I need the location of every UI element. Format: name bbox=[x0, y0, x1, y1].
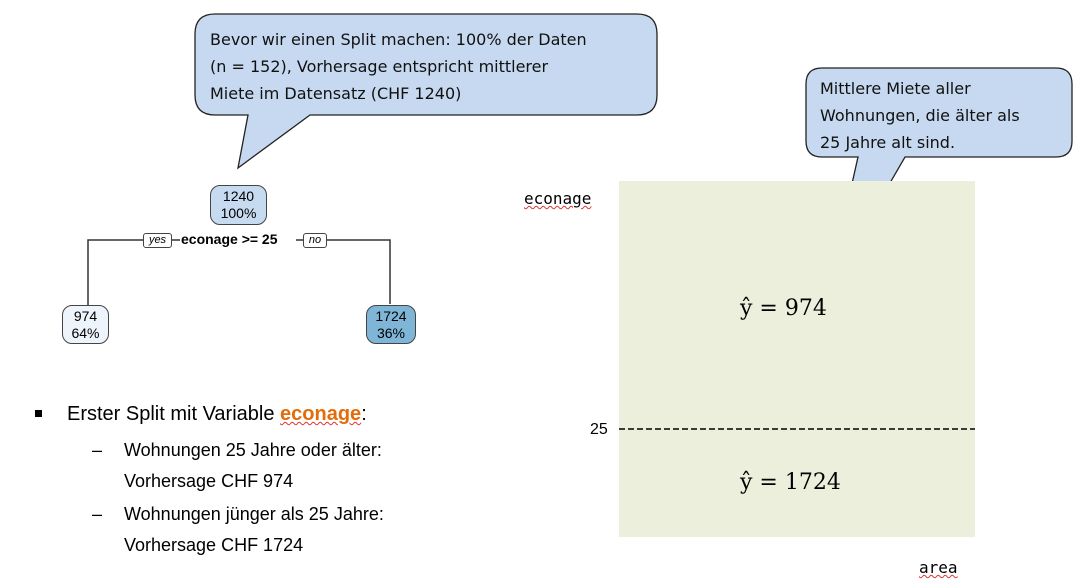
no-tag: no bbox=[303, 233, 327, 248]
callout-line: Mittlere Miete aller bbox=[820, 79, 971, 98]
tree-edges bbox=[87, 239, 391, 306]
bullet-icon bbox=[35, 410, 42, 417]
dash-icon: – bbox=[92, 440, 103, 460]
sub-bullet-1-line1: Wohnungen 25 Jahre oder älter: bbox=[124, 440, 382, 460]
threshold-label: 25 bbox=[590, 421, 608, 438]
callout-old-text: Mittlere Miete aller Wohnungen, die älte… bbox=[820, 75, 1020, 156]
node-pct: 64% bbox=[71, 325, 100, 341]
callout-line: Bevor wir einen Split machen: 100% der D… bbox=[210, 30, 587, 49]
node-value: 1240 bbox=[222, 188, 255, 204]
sub-bullet-1-line2: Vorhersage CHF 974 bbox=[124, 471, 294, 491]
upper-prediction: ŷ = 974 bbox=[740, 296, 827, 321]
node-value: 974 bbox=[73, 308, 98, 324]
callout-line: Miete im Datensatz (CHF 1240) bbox=[210, 84, 462, 103]
callout-line: (n = 152), Vorhersage entspricht mittler… bbox=[210, 57, 549, 76]
node-value: 1724 bbox=[375, 308, 407, 324]
tree-root-node: 1240 100% bbox=[210, 185, 267, 225]
sub-bullet-2-line2: Vorhersage CHF 1724 bbox=[124, 535, 304, 555]
sub-bullet-2-line1: Wohnungen jünger als 25 Jahre: bbox=[124, 504, 384, 524]
bullet-text: Erster Split mit Variable bbox=[67, 403, 281, 425]
callout-root-shape bbox=[194, 13, 658, 170]
lower-prediction: ŷ = 1724 bbox=[740, 470, 841, 495]
callout-line: Wohnungen, die älter als bbox=[820, 106, 1020, 125]
partition-panel bbox=[619, 181, 975, 537]
tree-left-leaf: 974 64% bbox=[62, 305, 109, 344]
yes-tag: yes bbox=[143, 233, 172, 248]
main-bullet: Erster Split mit Variable econage: bbox=[67, 403, 367, 426]
callout-line: 25 Jahre alt sind. bbox=[820, 133, 956, 152]
split-label: econage >= 25 bbox=[181, 231, 278, 247]
y-axis-label: econage bbox=[524, 189, 592, 208]
bullet-suffix: : bbox=[361, 403, 367, 425]
dash-icon: – bbox=[92, 504, 103, 524]
highlight-variable: econage bbox=[280, 403, 362, 425]
node-pct: 36% bbox=[376, 325, 406, 341]
node-pct: 100% bbox=[220, 205, 257, 221]
callout-root-text: Bevor wir einen Split machen: 100% der D… bbox=[210, 26, 587, 107]
tree-right-leaf: 1724 36% bbox=[366, 305, 416, 344]
x-axis-label: area bbox=[919, 558, 958, 577]
